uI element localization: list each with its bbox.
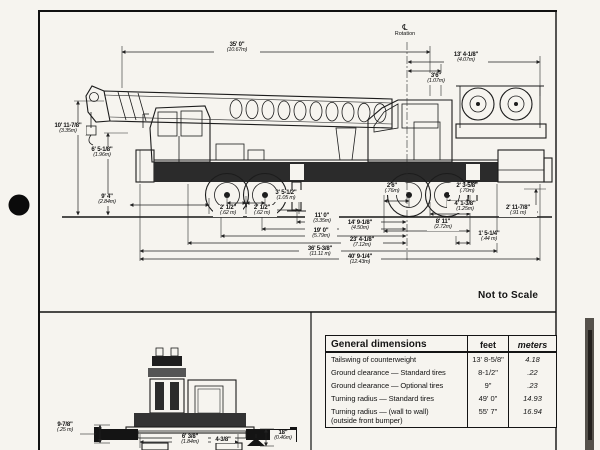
outrigger-jack — [247, 430, 265, 446]
table-row-feet: 8-1/2" — [467, 366, 508, 379]
table-row-meters: 14.93 — [508, 392, 556, 405]
table-row-feet: 49' 0" — [467, 392, 508, 405]
general-dimensions-table: General dimensions feet meters Tailswing… — [325, 335, 557, 428]
side-view-drawing — [62, 42, 553, 262]
not-to-scale-note: Not to Scale — [478, 290, 539, 301]
column-header-meters: meters — [508, 336, 556, 353]
dim-front-axle-spacing-b: 2' 1/2" (.62 m) — [247, 205, 277, 218]
dim-front-to-rotation: 23' 4-1/8" (7.12m) — [341, 237, 383, 250]
dim-fv-offset: 4-3/8" — [211, 437, 235, 444]
rotation-label: ℄ Rotation — [387, 24, 423, 38]
dim-rear-outrigger-span: 4' 1-3/8" (1.25m) — [447, 201, 483, 214]
scan-artifact — [585, 318, 594, 450]
table-title: General dimensions — [326, 336, 467, 353]
rear-deck — [497, 149, 553, 183]
dim-rear-axle-to-outrigger: 2' 3-5/8" (.70m) — [449, 183, 485, 196]
dim-overall-length: 40' 9-1/4" (12.43m) — [339, 254, 381, 267]
binder-hole — [8, 194, 30, 216]
table-row-meters: 16.94 — [508, 405, 556, 427]
dim-rear-axle-spacing: 2'6" (.76m) — [378, 183, 406, 196]
table-row-sublabel: (outside front bumper) — [331, 416, 403, 425]
carrier-cab — [142, 105, 211, 163]
table-row-label: Turning radius — Standard tires — [331, 394, 434, 403]
centerline-symbol: ℄ — [402, 23, 408, 32]
dim-outrigger-to-rotation: 11' 0" (3.35m) — [305, 213, 339, 226]
boom-head — [85, 85, 111, 146]
dim-axle1-to-rotation: 19' 0" (5.79m) — [305, 228, 337, 241]
table-row-label: Ground clearance — Optional tires — [331, 381, 444, 390]
dim-boom-overall-length: 35' 0" (10.67m) — [214, 42, 260, 55]
table-row-meters: .23 — [508, 379, 556, 392]
table-row-meters: .22 — [508, 366, 556, 379]
dim-fv-pad-width: 18" (0.46m) — [270, 430, 296, 443]
dim-front-overhang: 9' 4" (2.84m) — [88, 194, 126, 207]
dim-overall-height: 10' 11-7/8" (3.35m) — [50, 123, 86, 136]
dim-rotation-to-rear: 13' 4-1/8" (4.07m) — [444, 52, 488, 65]
dim-fv-ground-clearance: 9-7/8" (.25 m) — [50, 422, 80, 435]
dim-rotation-to-cab: 3'6" (1.07m) — [419, 73, 453, 86]
page-border — [38, 10, 557, 450]
dim-deck-height: 6' 5-1/8" (1.96m) — [85, 147, 119, 160]
dim-rear-offset: 1' 5-1/4" (.44 m) — [473, 231, 505, 244]
dim-axle-to-outrigger: 3' 5-1/2" (1.05 m) — [268, 190, 304, 203]
table-row-meters: 4.18 — [508, 353, 556, 366]
column-header-feet: feet — [467, 336, 508, 353]
table-row-feet: 13' 8-5/8" — [467, 353, 508, 366]
table-row-feet: 9" — [467, 379, 508, 392]
table-row-label: Ground clearance — Standard tires — [331, 368, 446, 377]
front-view-drawing — [80, 347, 297, 450]
table-row-label: Tailswing of counterweight — [331, 355, 416, 364]
dim-carrier-length: 36' 5-3/8" (11.11 m) — [299, 246, 341, 259]
dim-rear-bogie-span: 8' 11" (2.72m) — [427, 219, 459, 232]
table-row-label: Turning radius — (wall to wall) (outside… — [326, 405, 467, 427]
hoist-drums — [455, 85, 547, 139]
operator-cab — [367, 99, 453, 163]
dim-front-axle-spacing-a: 2' 1/2" (.62 m) — [213, 205, 243, 218]
dim-fv-frame-width: 6' 3/8" (1.84m) — [172, 434, 208, 447]
dim-axle2-to-rotation: 14' 9-1/8" (4.50m) — [339, 220, 381, 233]
boom — [103, 90, 393, 129]
table-row-feet: 55' 7" — [467, 405, 508, 427]
dim-rear-height: 2' 11-7/8" (.91 m) — [499, 205, 537, 218]
